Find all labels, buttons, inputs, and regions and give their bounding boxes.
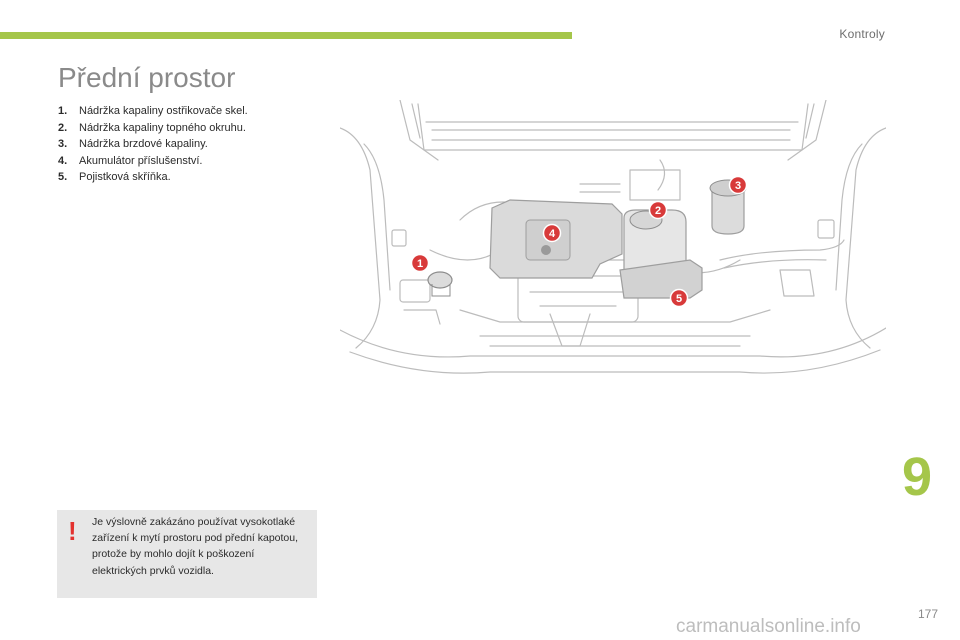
legend-number: 1. <box>58 105 68 117</box>
marker-1: 1 <box>410 253 430 273</box>
page-number: 177 <box>918 607 939 621</box>
legend-item: 2. Nádržka kapaliny topného okruhu. <box>58 120 248 137</box>
legend-item: 4. Akumulátor příslušenství. <box>58 153 248 170</box>
marker-4: 4 <box>542 223 562 243</box>
exclamation-icon: ! <box>68 516 77 546</box>
marker-5: 5 <box>669 288 689 308</box>
marker-label: 3 <box>735 180 741 192</box>
marker-3: 3 <box>728 175 748 195</box>
marker-label: 5 <box>676 293 682 305</box>
marker-2: 2 <box>648 200 668 220</box>
legend-number: 5. <box>58 171 68 183</box>
top-accent-bar <box>0 32 572 39</box>
warning-text: Je výslovně zakázáno používat vysokotlak… <box>92 516 299 577</box>
legend-text: Pojistková skříňka. <box>79 171 171 183</box>
legend-text: Nádržka brzdové kapaliny. <box>79 138 208 150</box>
marker-label: 1 <box>417 258 423 270</box>
watermark: carmanualsonline.info <box>676 616 861 637</box>
legend-text: Nádržka kapaliny ostřikovače skel. <box>79 105 248 117</box>
legend-item: 3. Nádržka brzdové kapaliny. <box>58 136 248 153</box>
engine-bay-illustration: 1 2 3 4 5 <box>340 100 886 374</box>
legend-item: 5. Pojistková skříňka. <box>58 169 248 186</box>
section-header: Kontroly <box>839 27 885 41</box>
legend-number: 4. <box>58 154 68 167</box>
component-legend: 1. Nádržka kapaliny ostřikovače skel. 2. N… <box>58 103 248 186</box>
legend-text: Akumulátor příslušenství. <box>79 154 203 167</box>
legend-text: Nádržka kapaliny topného okruhu. <box>79 121 246 134</box>
legend-number: 2. <box>58 121 68 134</box>
page-title: Přední prostor <box>58 62 236 93</box>
warning-box <box>57 510 317 598</box>
marker-label: 2 <box>655 205 661 217</box>
chapter-number: 9 <box>902 447 933 507</box>
legend-number: 3. <box>58 138 68 150</box>
legend-item: 1. Nádržka kapaliny ostřikovače skel. <box>58 103 248 120</box>
marker-label: 4 <box>549 228 556 240</box>
